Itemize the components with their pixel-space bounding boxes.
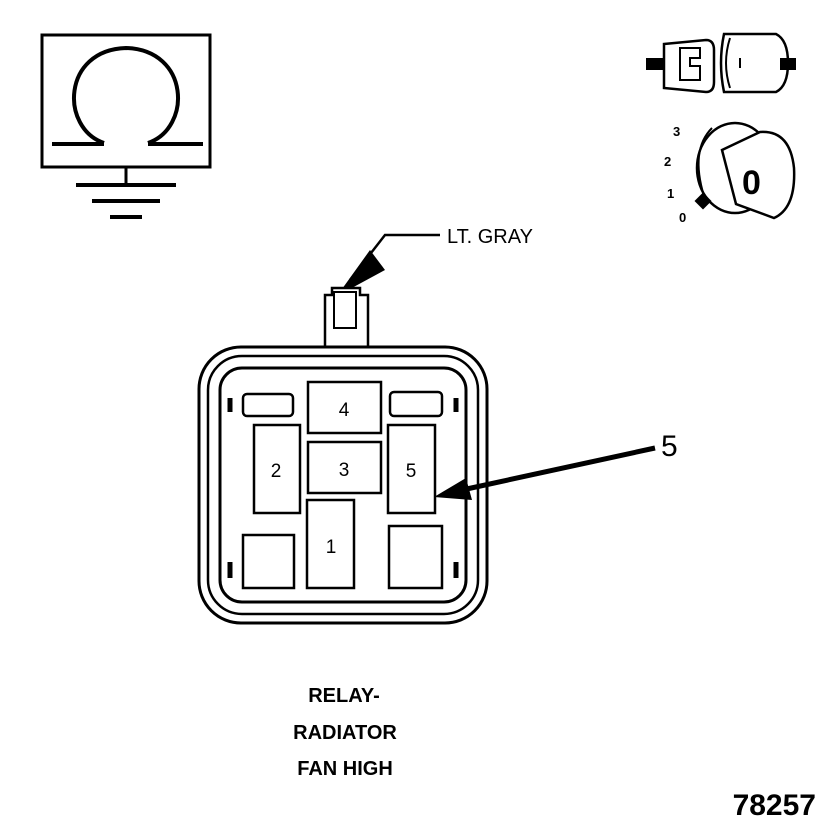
ignition-position-3: 3 [673, 124, 680, 139]
cavity-pin-2 [252, 423, 302, 515]
connector-caption: RELAY- RADIATOR FAN HIGH [293, 685, 397, 780]
connector-disconnected-icon [646, 32, 796, 94]
ignition-key-off-icon: 3 2 1 0 0 [664, 121, 796, 225]
cavity-pin-4 [306, 380, 383, 435]
pin-5-label: 5 [406, 461, 417, 482]
wire-color-callout: LT. GRAY [337, 226, 533, 296]
caption-line-1: RELAY- [308, 685, 380, 707]
caption-line-3: FAN HIGH [297, 758, 393, 780]
pin-3-label: 3 [339, 460, 350, 481]
figure-number: 78257 [733, 789, 816, 822]
key-label: 0 [742, 164, 761, 202]
cavity-pin-5 [386, 423, 437, 515]
ignition-position-0: 0 [679, 210, 686, 225]
pin-2-label: 2 [271, 461, 282, 482]
pin-1-label: 1 [326, 537, 337, 558]
relay-connector: 4 2 3 5 1 [197, 286, 489, 625]
ohmmeter-ground-icon [40, 33, 212, 219]
wire-color-label: LT. GRAY [447, 226, 533, 248]
cavity-pin-3 [306, 440, 383, 495]
ignition-position-2: 2 [664, 154, 671, 169]
pin-callout-arrow: 5 [434, 430, 678, 500]
cavity-pin-1 [305, 498, 356, 590]
ignition-position-1: 1 [667, 186, 674, 201]
pin-4-label: 4 [339, 400, 350, 421]
callout-number: 5 [661, 430, 678, 463]
caption-line-2: RADIATOR [293, 722, 397, 744]
